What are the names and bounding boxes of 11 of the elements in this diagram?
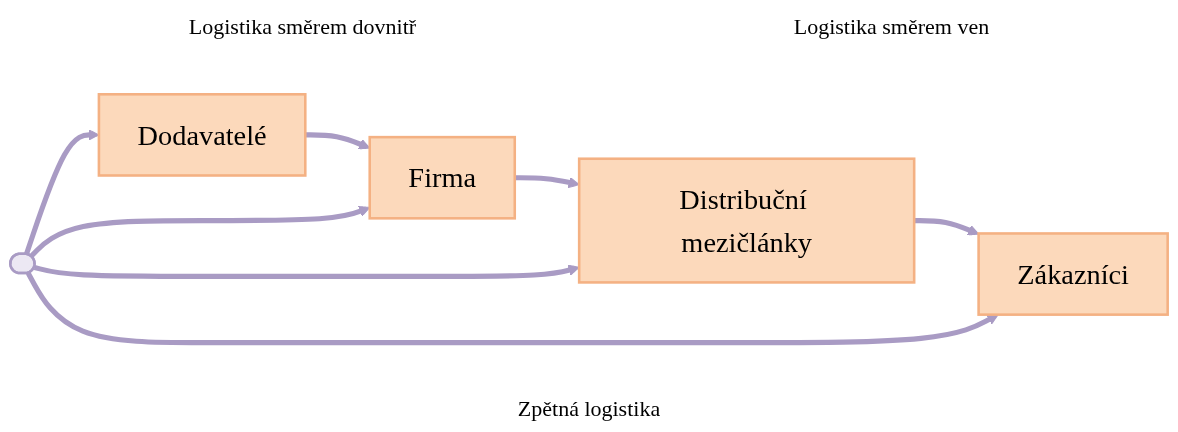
node-box: Zákazníci (977, 231, 1169, 316)
node-box: Distribuční mezičlánky (577, 156, 916, 284)
heading-label: Logistika směrem dovnitř (188, 14, 417, 40)
heading-label: Zpětná logistika (517, 396, 661, 422)
arrow (514, 174, 580, 188)
arrow (33, 264, 580, 279)
heading-label: Logistika směrem ven (793, 14, 990, 40)
node-box: Firma (368, 135, 517, 220)
arrow (914, 217, 980, 235)
arrow (25, 271, 999, 345)
node-box: Dodavatelé (97, 92, 307, 177)
